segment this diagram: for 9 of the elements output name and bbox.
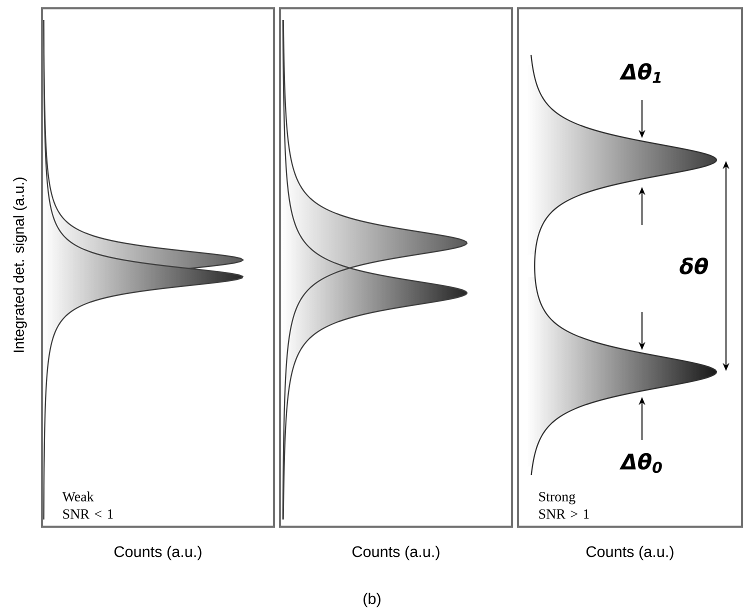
delta-label: Δθ$_{1}$	[619, 62, 664, 84]
axis-label: Counts (a.u.)	[586, 546, 674, 560]
delta-label: δθ	[678, 256, 710, 276]
plot-panel: Weak SNR < 1	[40, 7, 276, 528]
axis-label: Counts (a.u.)	[114, 546, 202, 560]
axis-label: Counts (a.u.)	[352, 546, 440, 560]
axis-label: Integrated det. signal (a.u.)	[13, 178, 27, 352]
delta-label: Δθ$_{0}$	[619, 452, 664, 474]
caption: (b)	[364, 592, 380, 608]
